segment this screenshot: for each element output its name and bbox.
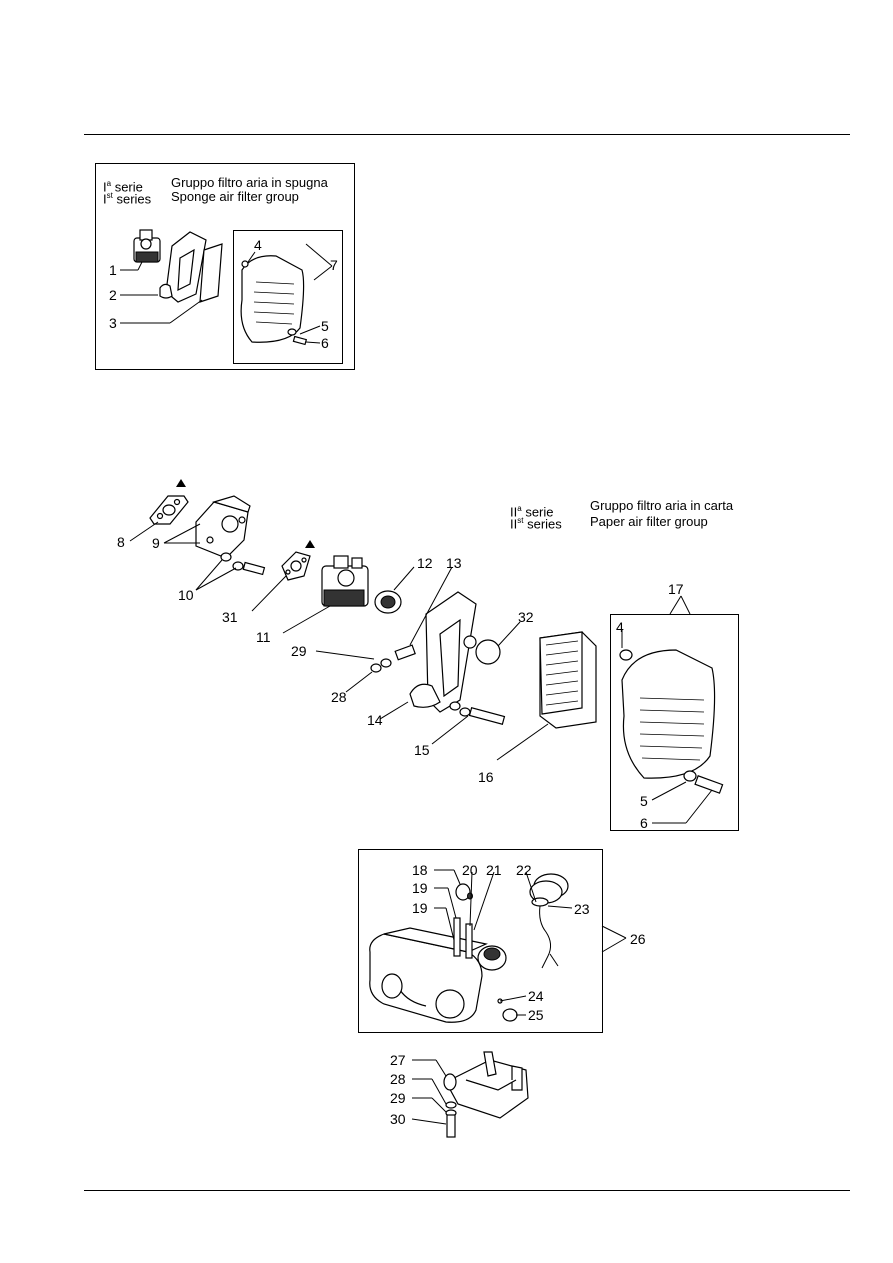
gasket-31-part <box>281 551 311 581</box>
callout-4-large: 4 <box>616 619 624 635</box>
callout-3: 3 <box>109 315 117 331</box>
callout-32: 32 <box>518 609 534 625</box>
callout-27: 27 <box>390 1052 406 1068</box>
callout-16: 16 <box>478 769 494 785</box>
series1-title-en: Sponge air filter group <box>171 189 299 204</box>
cover-17-part <box>619 649 724 794</box>
callout-11: 11 <box>256 629 271 645</box>
fuel-tank-part <box>369 883 518 1023</box>
callout-23: 23 <box>574 901 590 917</box>
gasket-8-part <box>149 495 189 525</box>
series1-frame <box>95 163 355 370</box>
callout-22: 22 <box>516 862 532 878</box>
sponge-filter-part <box>199 243 223 303</box>
callout-25: 25 <box>528 1007 544 1023</box>
bottom-rule <box>84 1190 850 1191</box>
callout-14: 14 <box>367 712 383 728</box>
callout-17: 17 <box>668 581 684 597</box>
washer-29-part <box>380 658 392 668</box>
screw-13-part <box>394 644 416 661</box>
air-box-small-part <box>159 231 207 303</box>
callout-9: 9 <box>152 535 160 551</box>
series1-title-it: Gruppo filtro aria in spugna <box>171 175 328 190</box>
triangle-marker-icon <box>305 540 315 548</box>
callout-28: 28 <box>331 689 347 705</box>
screw-15-part <box>449 701 506 725</box>
fuel-tank-frame <box>358 849 603 1033</box>
callout-19-top: 19 <box>412 880 428 896</box>
series2-label-it: IIa serie <box>510 504 554 520</box>
fuel-cap-22-part <box>529 873 569 969</box>
paper-filter-16-part <box>539 631 597 729</box>
callout-20: 20 <box>462 862 478 878</box>
callout-29: 29 <box>291 643 307 659</box>
series2-label-en: IIst series <box>510 516 562 532</box>
callout-21: 21 <box>486 862 502 878</box>
air-box-14-part <box>409 591 501 713</box>
callout-1: 1 <box>109 262 117 278</box>
callout-12: 12 <box>417 555 433 571</box>
triangle-marker-icon <box>176 479 186 487</box>
washer-28-part <box>370 663 382 673</box>
screws-10-part <box>220 552 266 576</box>
callout-8: 8 <box>117 534 125 550</box>
cover-frame-large <box>610 614 739 831</box>
carburetor-small-part <box>133 229 161 263</box>
callout-19-bottom: 19 <box>412 900 428 916</box>
callout-13: 13 <box>446 555 462 571</box>
callout-18: 18 <box>412 862 428 878</box>
series1-label-en: Ist series <box>103 191 152 207</box>
bottom-guard-part <box>443 1051 529 1138</box>
callout-10: 10 <box>178 587 194 603</box>
callout-26: 26 <box>630 931 646 947</box>
cover-frame-small <box>233 230 343 364</box>
callout-7: 7 <box>330 257 338 273</box>
callout-28-guard: 28 <box>390 1071 406 1087</box>
carburetor-11-part <box>321 555 369 607</box>
manifold-9-part <box>195 495 251 559</box>
ring-12-part <box>374 590 402 614</box>
series2-title-en: Paper air filter group <box>590 514 708 529</box>
callout-29-guard: 29 <box>390 1090 406 1106</box>
callout-24: 24 <box>528 988 544 1004</box>
callout-15: 15 <box>414 742 430 758</box>
callout-2: 2 <box>109 287 117 303</box>
series2-title-it: Gruppo filtro aria in carta <box>590 498 734 513</box>
cover-small-part <box>240 255 308 346</box>
callout-4: 4 <box>254 237 262 253</box>
series1-label-it: Ia serie <box>103 179 143 195</box>
callout-31: 31 <box>222 609 238 625</box>
callout-6-large: 6 <box>640 815 648 831</box>
callout-5-large: 5 <box>640 793 648 809</box>
callout-6: 6 <box>321 335 329 351</box>
top-rule <box>84 134 850 135</box>
callout-5: 5 <box>321 318 329 334</box>
callout-30: 30 <box>390 1111 406 1127</box>
